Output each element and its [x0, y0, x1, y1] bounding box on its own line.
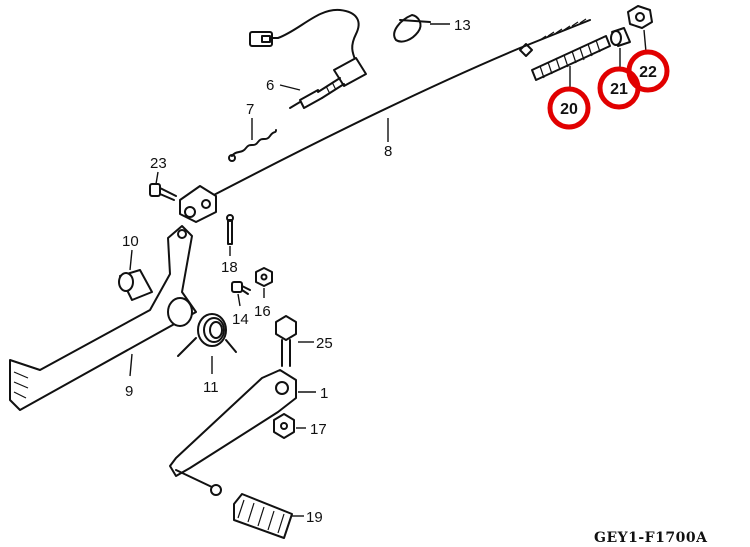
part-19-rubber	[233, 493, 293, 539]
callout-16: 16	[254, 303, 271, 320]
part-6-brake-switch	[249, 8, 367, 109]
leader-9	[129, 353, 133, 377]
part-25-bolt	[275, 315, 297, 367]
part-8-brake-rod	[207, 18, 591, 199]
part-20-spring	[531, 35, 611, 81]
part-17-nut	[273, 413, 295, 439]
part-22-nut	[627, 5, 653, 29]
leader-10	[129, 249, 133, 271]
callout-10: 10	[122, 233, 139, 250]
callout-14: 14	[232, 311, 249, 328]
part-7-spring	[228, 129, 277, 162]
callout-18: 18	[221, 259, 238, 276]
callout-22: 22	[639, 64, 657, 81]
leader-6	[279, 84, 301, 91]
callout-17: 17	[310, 421, 327, 438]
part-14-bolt	[231, 281, 251, 295]
leader-14	[237, 293, 241, 307]
part-13-clip	[393, 14, 431, 43]
callout-8: 8	[384, 143, 392, 160]
callout-9: 9	[125, 383, 133, 400]
part-10-bush	[118, 269, 153, 301]
callout-25: 25	[316, 335, 333, 352]
highlight-ring-22	[626, 49, 670, 93]
diagram-code: GEY1-F1700A	[594, 530, 708, 546]
callout-6: 6	[266, 77, 274, 94]
part-21-joint	[610, 27, 631, 47]
callout-19: 19	[306, 509, 323, 526]
leader-22	[643, 29, 647, 53]
callout-11: 11	[203, 379, 219, 396]
leader-23	[155, 171, 159, 185]
callout-7: 7	[246, 101, 254, 118]
part-16-nut	[255, 267, 273, 287]
callout-1: 1	[320, 385, 328, 402]
pivot-bracket	[179, 185, 217, 223]
callout-21: 21	[610, 81, 628, 98]
part-11-return-spring	[177, 313, 237, 357]
part-18-pin	[226, 214, 234, 245]
callout-23: 23	[150, 155, 167, 172]
highlight-ring-20	[547, 86, 591, 130]
part-23-bolt	[149, 183, 177, 201]
callout-13: 13	[454, 17, 471, 34]
callout-20: 20	[560, 101, 578, 118]
part-9-brake-pedal	[9, 225, 197, 411]
part-1-lower-arm	[169, 369, 297, 496]
